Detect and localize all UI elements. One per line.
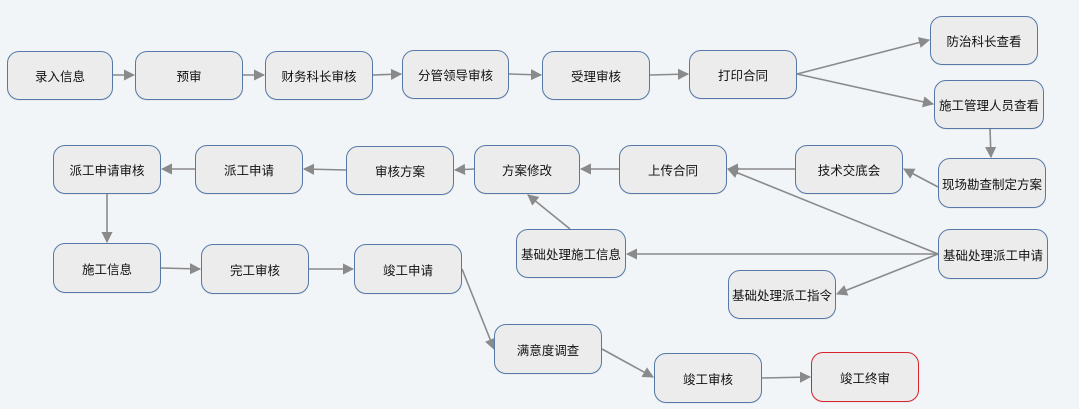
node-dispatch-application-review[interactable]: 派工申请审核	[53, 145, 161, 194]
edge-const-info-complete-review	[160, 263, 202, 275]
edge-base-info-modify	[527, 194, 571, 230]
node-input-info[interactable]: 录入信息	[7, 51, 113, 100]
node-upload-contract[interactable]: 上传合同	[619, 145, 727, 194]
edge-leader-accept	[508, 69, 543, 81]
node-prevention-chief-view[interactable]: 防治科长查看	[930, 16, 1038, 65]
node-completion-review[interactable]: 完工审核	[201, 244, 309, 294]
node-foundation-construction-info[interactable]: 基础处理施工信息	[516, 229, 626, 278]
node-foundation-dispatch-application[interactable]: 基础处理派工申请	[938, 229, 1048, 279]
node-finance-chief-review[interactable]: 财务科长审核	[265, 51, 373, 100]
edge-final-apply-satisfaction	[461, 268, 496, 351]
node-site-survey-plan[interactable]: 现场勘查制定方案	[938, 158, 1046, 208]
edge-finance-leader	[372, 68, 403, 80]
node-construction-info[interactable]: 施工信息	[53, 243, 161, 293]
edge-modify-review-plan	[453, 163, 475, 176]
edge-survey-tech	[903, 168, 939, 188]
node-dispatch-application[interactable]: 派工申请	[195, 145, 303, 194]
edge-review-plan-dispatch-apply	[302, 163, 347, 175]
node-final-acceptance-application[interactable]: 竣工申请	[354, 244, 462, 294]
edge-print-construction-mgr	[796, 73, 935, 108]
node-leader-review[interactable]: 分管领导审核	[402, 50, 509, 99]
node-construction-manager-view[interactable]: 施工管理人员查看	[934, 80, 1044, 129]
node-print-contract[interactable]: 打印合同	[689, 50, 797, 99]
node-plan-modification[interactable]: 方案修改	[474, 145, 580, 194]
edge-accept-print	[649, 68, 690, 80]
edge-print-prevention	[796, 37, 931, 75]
node-review-plan[interactable]: 审核方案	[346, 146, 454, 195]
edge-base-apply-base-order	[835, 253, 939, 296]
node-acceptance-review[interactable]: 受理审核	[542, 51, 650, 100]
node-pre-review[interactable]: 预审	[135, 51, 243, 100]
edge-satisfaction-final-review	[601, 348, 654, 378]
edge-construction-mgr-survey	[985, 128, 997, 159]
node-final-acceptance-review[interactable]: 竣工审核	[654, 353, 762, 403]
node-foundation-dispatch-order[interactable]: 基础处理派工指令	[728, 270, 836, 319]
edge-final-review-final-end	[761, 371, 812, 383]
node-final-acceptance-end[interactable]: 竣工终审	[811, 352, 919, 402]
node-technical-briefing[interactable]: 技术交底会	[795, 145, 903, 194]
edge-base-apply-upload	[726, 167, 939, 255]
node-satisfaction-survey[interactable]: 满意度调查	[494, 324, 602, 374]
